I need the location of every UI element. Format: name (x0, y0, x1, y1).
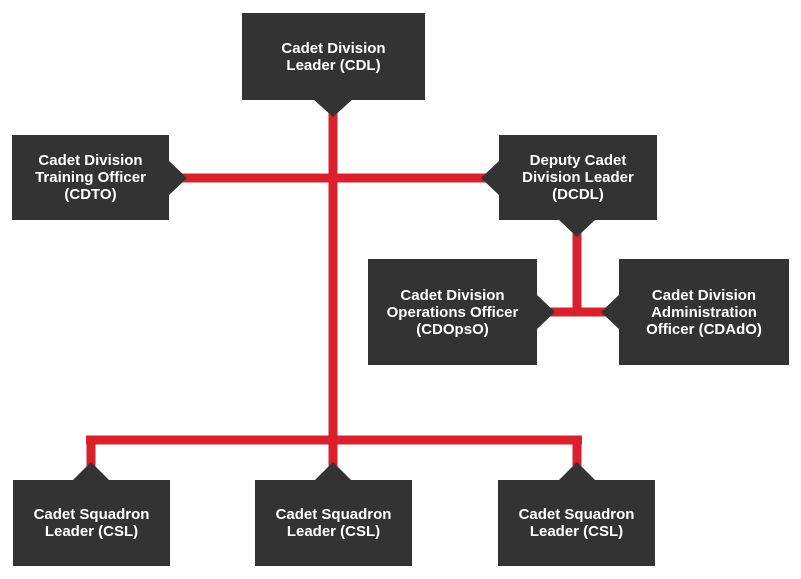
notch-cdto (168, 160, 187, 196)
node-dcdl-label: Deputy Cadet Division Leader (DCDL) (522, 152, 634, 203)
notch-cdado (601, 294, 620, 330)
notch-csl-1 (72, 462, 110, 481)
node-csl-1: Cadet Squadron Leader (CSL) (13, 480, 170, 566)
node-csl-3-label: Cadet Squadron Leader (CSL) (518, 506, 635, 540)
node-cdto-label: Cadet Division Training Officer (CDTO) (35, 152, 146, 203)
notch-csl-2 (314, 462, 352, 481)
node-cdl-label: Cadet Division Leader (CDL) (281, 39, 386, 74)
node-cdopso-label: Cadet Division Operations Officer (CDOps… (386, 286, 519, 338)
node-dcdl: Deputy Cadet Division Leader (DCDL) (499, 135, 657, 220)
node-cdl: Cadet Division Leader (CDL) (242, 13, 425, 100)
node-csl-2-label: Cadet Squadron Leader (CSL) (275, 506, 392, 540)
node-csl-3: Cadet Squadron Leader (CSL) (498, 480, 655, 566)
node-cdopso: Cadet Division Operations Officer (CDOps… (368, 259, 537, 365)
node-cdado-label: Cadet Division Administration Officer (C… (646, 286, 762, 338)
notch-csl-3 (558, 462, 596, 481)
notch-dcdl-bottom (558, 219, 596, 237)
notch-cdopso (536, 294, 555, 330)
notch-cdl (313, 99, 353, 117)
node-cdto: Cadet Division Training Officer (CDTO) (12, 135, 169, 220)
node-cdado: Cadet Division Administration Officer (C… (619, 259, 789, 365)
node-csl-2: Cadet Squadron Leader (CSL) (255, 480, 412, 566)
notch-dcdl (481, 160, 500, 196)
node-csl-1-label: Cadet Squadron Leader (CSL) (33, 506, 150, 540)
